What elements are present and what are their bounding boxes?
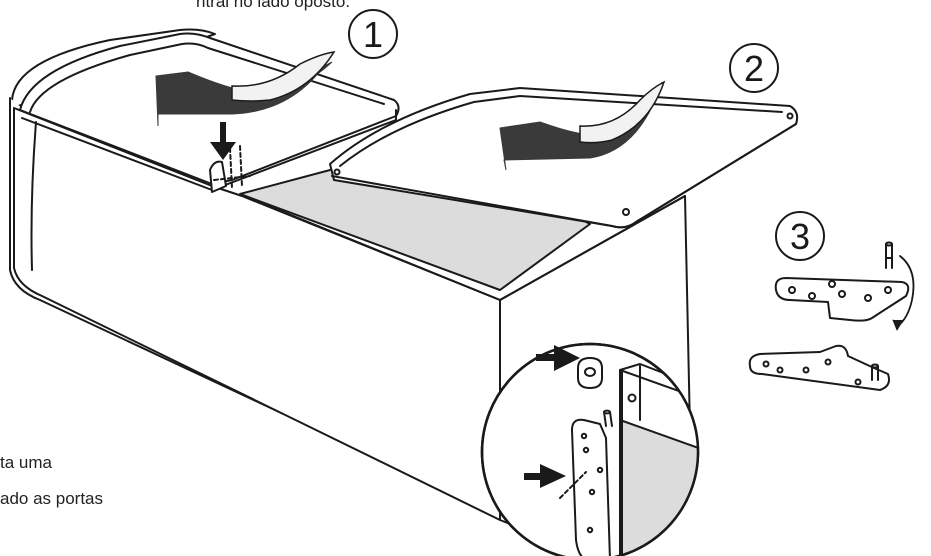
caption-left-line-2: ado as portas [0,489,104,508]
caption-top: ntral no lado oposto. [196,0,351,11]
step-2-marker: 2 [729,43,779,93]
step-1-marker: 1 [348,9,398,59]
step-1-label: 1 [363,14,383,55]
slide-arrow-lid-2 [499,80,666,171]
step-3-marker: 3 [775,211,825,261]
down-arrow-icon [210,122,236,160]
slide-arrow-lid-1 [155,51,336,127]
step-3-label: 3 [790,216,810,257]
right-arrow-icon [536,345,580,371]
hinge-part-lower [748,344,890,391]
zoom-detail [480,342,700,556]
hinge-part-upper [774,241,910,322]
step-2-label: 2 [744,48,764,89]
right-arrow-icon-2 [524,464,566,488]
caption-left-line-1: ta uma [0,453,52,472]
